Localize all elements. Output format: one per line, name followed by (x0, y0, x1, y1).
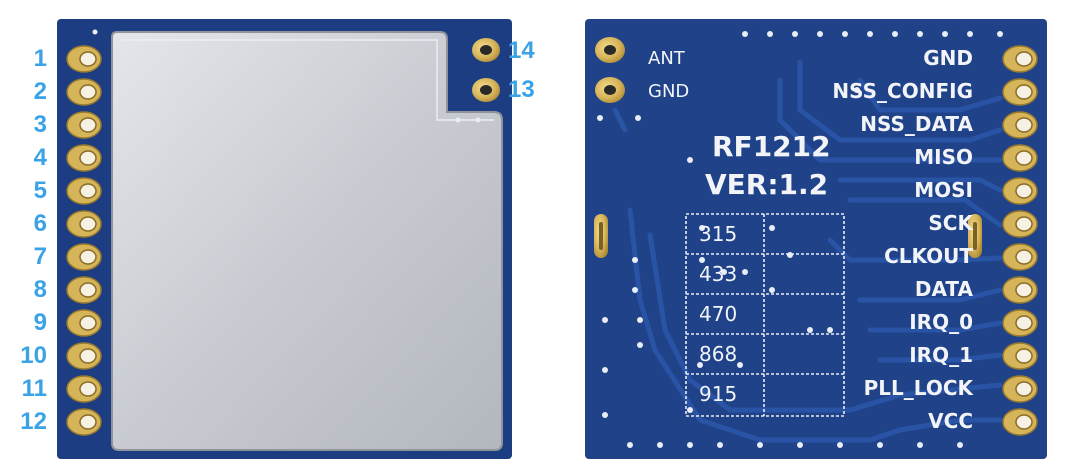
right-pad-10 (1002, 342, 1038, 370)
pin-label-nss-config: NSS_CONFIG (832, 79, 973, 103)
right-pad-2 (1002, 78, 1038, 106)
pin-label-clkout: CLKOUT (884, 244, 973, 268)
right-antenna-pads (595, 37, 625, 103)
model-label: RF1212 (712, 130, 831, 163)
frequency-cell-433: 433 (699, 262, 738, 286)
right-pad-1 (1002, 45, 1038, 73)
pcb-traces (612, 59, 1003, 443)
right-pad-11 (1002, 375, 1038, 403)
pin-label-mosi: MOSI (914, 178, 973, 202)
right-pad-4 (1002, 144, 1038, 172)
left-pad-4 (66, 144, 102, 172)
left-pad-1 (66, 45, 102, 73)
left-pad-5 (66, 177, 102, 205)
right-pad-5 (1002, 177, 1038, 205)
frequency-cell-315: 315 (699, 222, 738, 246)
pin-number-8: 8 (33, 276, 47, 303)
pin-number-4: 4 (33, 144, 47, 171)
ant-label: ANT (648, 48, 685, 69)
pin-number-12: 12 (20, 408, 47, 435)
pin-number-6: 6 (33, 210, 47, 237)
left-antenna-pads (472, 38, 500, 102)
left-pad-6 (66, 210, 102, 238)
left-pad-2 (66, 78, 102, 106)
pin-label-irq-0: IRQ_0 (909, 310, 973, 334)
left-pad-11 (66, 375, 102, 403)
pin-number-5: 5 (33, 177, 47, 204)
left-pad-8 (66, 276, 102, 304)
rf-shield-can (111, 31, 503, 451)
pin-number-11: 11 (21, 375, 47, 402)
pin-label-sck: SCK (928, 211, 973, 235)
pin-number-14: 14 (508, 37, 535, 64)
left-pad-7 (66, 243, 102, 271)
right-pcb-board (585, 19, 1047, 459)
right-pad-8 (1002, 276, 1038, 304)
pin-label-data: DATA (914, 277, 973, 301)
right-pad-6 (1002, 210, 1038, 238)
pin-number-1: 1 (33, 45, 47, 72)
pin-number-13: 13 (508, 76, 535, 103)
right-pad-3 (1002, 111, 1038, 139)
pin-label-vcc: VCC (928, 409, 973, 433)
left-pad-3 (66, 111, 102, 139)
pin-number-3: 3 (33, 111, 47, 138)
pin-label-pll-lock: PLL_LOCK (863, 376, 973, 400)
right-pad-9 (1002, 309, 1038, 337)
gnd-antenna-label: GND (648, 81, 690, 102)
left-pad-12 (66, 408, 102, 436)
pin-number-7: 7 (33, 243, 47, 270)
left-pad-10 (66, 342, 102, 370)
pin-label-gnd: GND (923, 46, 973, 70)
right-pad-7 (1002, 243, 1038, 271)
pin-label-miso: MISO (914, 145, 973, 169)
right-pad-12 (1002, 408, 1038, 436)
pin-label-nss-data: NSS_DATA (860, 112, 973, 136)
pin-number-2: 2 (33, 78, 47, 105)
version-label: VER:1.2 (705, 168, 829, 201)
pin-number-9: 9 (33, 309, 47, 336)
pin-number-10: 10 (20, 342, 47, 369)
frequency-cell-868: 868 (699, 342, 738, 366)
frequency-table-grid (685, 213, 845, 417)
pin-label-irq-1: IRQ_1 (909, 343, 973, 367)
frequency-cell-470: 470 (699, 302, 738, 326)
left-pad-9 (66, 309, 102, 337)
frequency-cell-915: 915 (699, 382, 738, 406)
